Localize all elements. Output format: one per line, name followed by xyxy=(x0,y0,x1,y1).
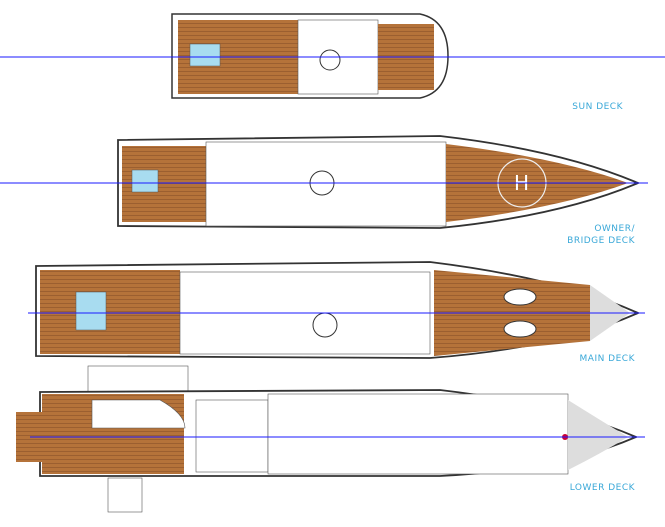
owner-label-line1: OWNER/ xyxy=(594,224,635,234)
lower-deck-plan xyxy=(16,365,639,513)
sun-deck-plan xyxy=(171,13,449,99)
owner-bridge-deck-label: OWNER/ BRIDGE DECK xyxy=(567,223,635,247)
owner-bridge-deck-plan: H xyxy=(117,135,641,229)
main-deck-label: MAIN DECK xyxy=(579,354,635,364)
sun-deck-label: SUN DECK xyxy=(572,102,623,112)
centerlines xyxy=(0,56,665,438)
owner-label-line2: BRIDGE DECK xyxy=(567,236,635,246)
lower-deck-label: LOWER DECK xyxy=(569,483,635,493)
main-deck-plan xyxy=(35,261,641,359)
